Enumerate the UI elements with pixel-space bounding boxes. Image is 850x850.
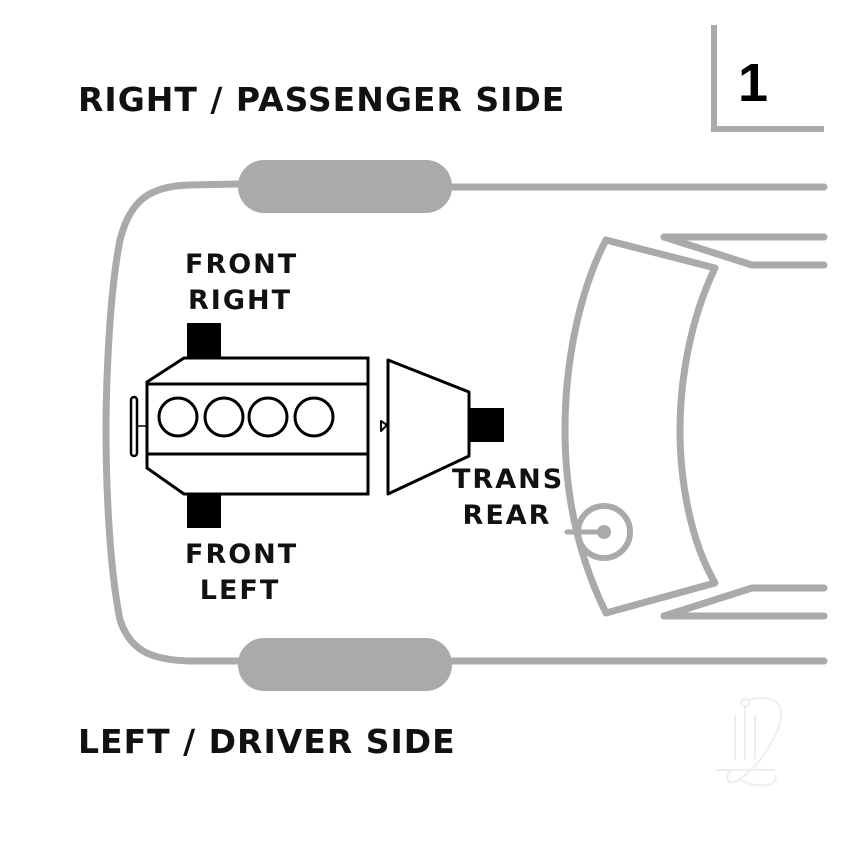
mount-trans-rear xyxy=(468,408,504,442)
page-corner-bracket xyxy=(711,25,824,132)
mount-label-line1: FRONT xyxy=(185,539,299,570)
mount-front-right xyxy=(187,323,221,359)
shifter-knob xyxy=(597,525,611,539)
mount-label-trans-rear: TRANS REAR xyxy=(452,462,562,534)
page-number: 1 xyxy=(738,53,769,113)
mount-label-line2: REAR xyxy=(462,500,552,531)
mount-label-line1: FRONT xyxy=(185,249,299,280)
side-label-left-driver: LEFT / DRIVER SIDE xyxy=(78,722,456,761)
side-label-right-passenger: RIGHT / PASSENGER SIDE xyxy=(78,80,566,119)
tire-right-front xyxy=(238,160,452,213)
transmission xyxy=(380,358,471,496)
tire-left-front xyxy=(238,638,452,691)
mount-label-line1: TRANS xyxy=(452,464,565,495)
engine-block xyxy=(129,356,370,496)
cabin-outline xyxy=(561,233,828,620)
mount-front-left xyxy=(187,492,221,528)
mount-label-line2: RIGHT xyxy=(187,285,292,316)
vehicle-body-outline xyxy=(102,180,828,665)
mount-label-front-left: FRONT LEFT xyxy=(185,537,299,609)
watermark-logo-icon xyxy=(715,697,783,787)
mount-label-front-right: FRONT RIGHT xyxy=(185,247,299,319)
mount-label-line2: LEFT xyxy=(199,575,281,606)
